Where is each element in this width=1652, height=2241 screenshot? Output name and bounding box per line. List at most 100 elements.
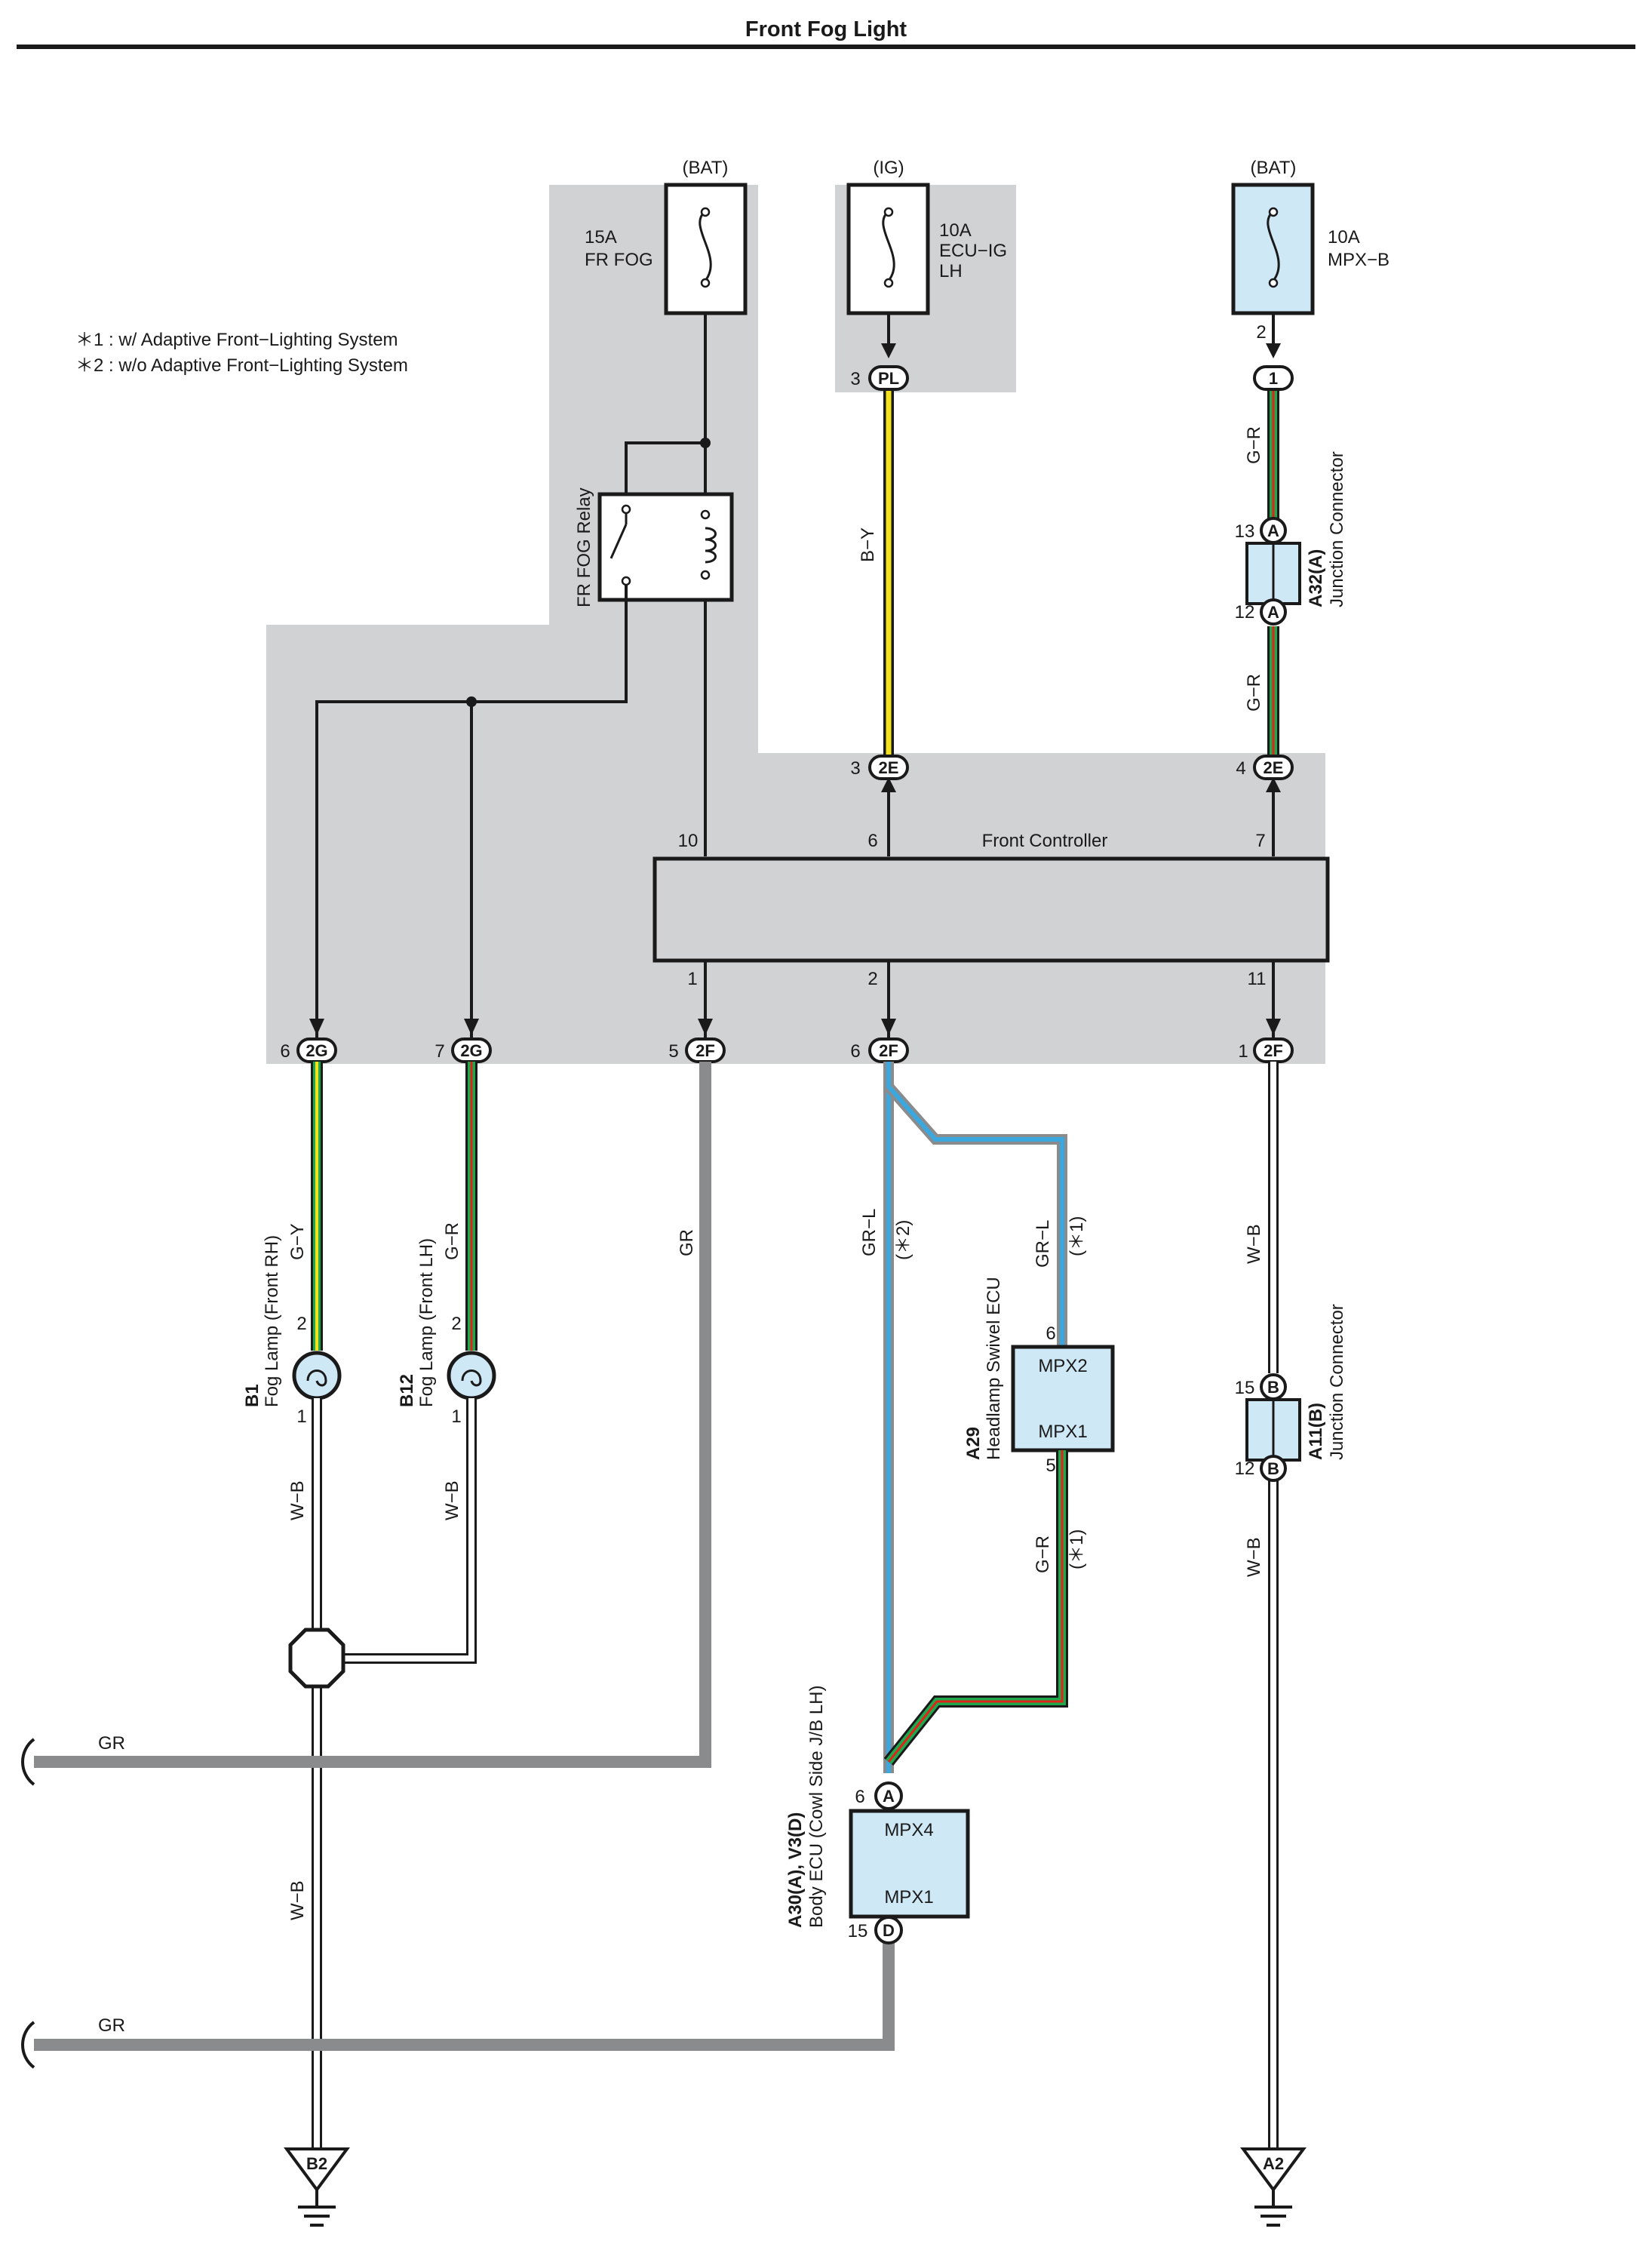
- fr-fog-relay: FR FOG Relay: [574, 487, 734, 607]
- body-ecu: A 6 MPX4 MPX1 D 15 A30(A), V3(D) Body EC…: [785, 1686, 970, 1944]
- wire-g-r-lamp: G−R: [442, 1062, 477, 1351]
- fog-lamp-rh: 2 1 B1 Fog Lamp (Front RH): [242, 1235, 342, 1427]
- connector-2g-6-code: 2G: [306, 1041, 327, 1060]
- connector-2g-7-pin: 7: [434, 1041, 444, 1062]
- wire-gr-l: GR−L (＊2) GR−L (＊1): [859, 1062, 1087, 1773]
- fog-lamp-rh-code: B1: [242, 1384, 263, 1407]
- wire-g-r-lamp-label: G−R: [442, 1222, 462, 1260]
- fog-lamp-rh-name: Fog Lamp (Front RH): [262, 1235, 282, 1407]
- connector-2f-5: 2F 5: [668, 1038, 726, 1063]
- wire-gr-label-top: GR: [98, 1733, 125, 1754]
- swivel-ecu-code: A29: [963, 1427, 984, 1460]
- a11-pin-top: 15: [1235, 1378, 1255, 1398]
- body-ecu-pin-top: 6: [855, 1787, 864, 1807]
- fog-lamp-lh-name: Fog Lamp (Front LH): [416, 1238, 437, 1407]
- fuse-mpx-b-source: (BAT): [1251, 158, 1297, 178]
- fuse-mpx-b: (BAT) 10A MPX−B: [1231, 158, 1389, 315]
- connector-2f-6-code: 2F: [879, 1041, 898, 1060]
- wire-g-y: G−Y: [287, 1062, 323, 1351]
- body-ecu-term-top: MPX4: [884, 1820, 933, 1840]
- wire-g-r-label-1: G−R: [1244, 426, 1264, 464]
- swivel-ecu-pin-top: 6: [1046, 1323, 1055, 1344]
- swivel-ecu-term-bottom: MPX1: [1038, 1422, 1087, 1442]
- connector-2f-1-pin: 1: [1238, 1041, 1248, 1062]
- a32-letter-top: A: [1267, 521, 1279, 540]
- fuse-fr-fog-source: (BAT): [683, 158, 729, 178]
- fog-lamp-rh-pin-bottom: 1: [296, 1406, 306, 1427]
- a11-code: A11(B): [1306, 1403, 1326, 1460]
- fog-lamp-lh: 2 1 B12 Fog Lamp (Front LH): [397, 1238, 496, 1427]
- fuse-fr-fog-rating: 15A: [585, 227, 617, 247]
- swivel-ecu-pin-bottom: 5: [1046, 1456, 1055, 1476]
- body-ecu-pin-bottom-letter: D: [883, 1921, 895, 1940]
- wire-gr-l-note-1: (＊1): [1067, 1216, 1087, 1256]
- wire-g-r-swivel-label: G−R: [1033, 1536, 1053, 1573]
- wire-g-y-label: G−Y: [287, 1223, 308, 1260]
- note-1: ＊1 : w/ Adaptive Front−Lighting System: [75, 330, 398, 350]
- front-controller: Front Controller 10 6 7 1 2 11: [653, 831, 1330, 989]
- connector-2e-right: 2E 4: [1236, 755, 1294, 856]
- a32-pin-top: 13: [1235, 521, 1255, 542]
- fc-pin-top-10: 10: [678, 831, 699, 851]
- a32-letter-bottom: A: [1267, 603, 1279, 622]
- junction-dot-fog: [466, 696, 477, 707]
- wire-gr: GR GR GR: [21, 1062, 895, 2069]
- body-ecu-code: A30(A), V3(D): [785, 1812, 806, 1928]
- page-title: Front Fog Light: [745, 17, 907, 42]
- body-ecu-pin-bottom: 15: [848, 1921, 868, 1941]
- note-2: ＊2 : w/o Adaptive Front−Lighting System: [75, 355, 408, 376]
- wire-g-r-swivel-note: (＊1): [1067, 1529, 1087, 1569]
- junction-a32: A A 13 12 A32(A) Junction Connector: [1235, 451, 1347, 626]
- wire-w-b-lamps: W−B W−B W−B: [287, 1398, 477, 2150]
- wire-gr-label-bottom: GR: [98, 2015, 125, 2036]
- connector-2f-6-pin: 6: [850, 1041, 860, 1062]
- wire-w-b-label-rh: W−B: [287, 1480, 308, 1520]
- swivel-ecu: 6 MPX2 MPX1 5 A29 Headlamp Swivel ECU: [963, 1277, 1115, 1476]
- fuse-ecu-ig: (IG) 10A ECU−IG LH: [846, 158, 1007, 315]
- connector-2f-5-code: 2F: [695, 1041, 715, 1060]
- swivel-ecu-name: Headlamp Swivel ECU: [984, 1277, 1004, 1460]
- body-ecu-name: Body ECU (Cowl Side J/B LH): [806, 1686, 827, 1928]
- connector-mpx-out-pin: 2: [1256, 322, 1266, 343]
- connector-2e-right-pin: 4: [1236, 758, 1245, 779]
- a32-code: A32(A): [1306, 549, 1326, 607]
- connector-2g-6-pin: 6: [280, 1041, 290, 1062]
- splice-point: [288, 1628, 345, 1689]
- fc-pin-top-7: 7: [1255, 831, 1265, 851]
- wire-w-b-label-ground: W−B: [287, 1880, 308, 1920]
- connector-pl-pin: 3: [850, 369, 860, 389]
- connector-mpx-out-code: 1: [1269, 369, 1278, 388]
- fc-arrows: [309, 1019, 1281, 1035]
- connector-2f-1: 2F 1: [1238, 1038, 1294, 1063]
- relay-label: FR FOG Relay: [574, 487, 594, 607]
- wire-w-b-right-label-2: W−B: [1244, 1537, 1264, 1577]
- fc-pin-bottom-2: 2: [867, 969, 877, 989]
- fc-pin-top-6: 6: [867, 831, 877, 851]
- ground-b2: B2: [284, 2147, 350, 2227]
- fuse-ecu-ig-rating: 10A: [939, 220, 972, 241]
- fuse-ecu-ig-source: (IG): [873, 158, 904, 178]
- main-panel: [266, 185, 1325, 1064]
- fuse-ecu-ig-name2: LH: [939, 261, 963, 281]
- fc-pin-bottom-11: 11: [1248, 969, 1267, 989]
- connector-2f-6: 2F 6: [850, 1038, 909, 1063]
- fog-lamp-lh-pin-bottom: 1: [451, 1406, 461, 1427]
- fc-pin-bottom-1: 1: [687, 969, 697, 989]
- connector-2e-right-code: 2E: [1264, 758, 1284, 777]
- connector-pl: PL 3: [850, 365, 909, 391]
- fuse-mpx-b-name: MPX−B: [1328, 250, 1389, 270]
- connector-2g-6: 2G 6: [280, 1038, 337, 1063]
- junction-a11: B B 15 12 A11(B) Junction Connector: [1235, 1304, 1347, 1482]
- fuse-mpx-b-rating: 10A: [1328, 227, 1360, 247]
- fog-lamp-lh-code: B12: [397, 1374, 417, 1407]
- connector-2f-1-code: 2F: [1264, 1041, 1283, 1060]
- connector-2g-7: 2G 7: [434, 1038, 492, 1063]
- body-ecu-pin-top-letter: A: [883, 1787, 895, 1806]
- connector-2g-7-code: 2G: [460, 1041, 482, 1060]
- ground-b2-label: B2: [306, 2154, 327, 2173]
- wire-g-r-label-2: G−R: [1244, 674, 1264, 712]
- fuse-fr-fog: (BAT) 15A FR FOG: [585, 158, 748, 315]
- wire-gr-label-vertical: GR: [677, 1229, 697, 1256]
- swivel-ecu-term-top: MPX2: [1038, 1356, 1087, 1376]
